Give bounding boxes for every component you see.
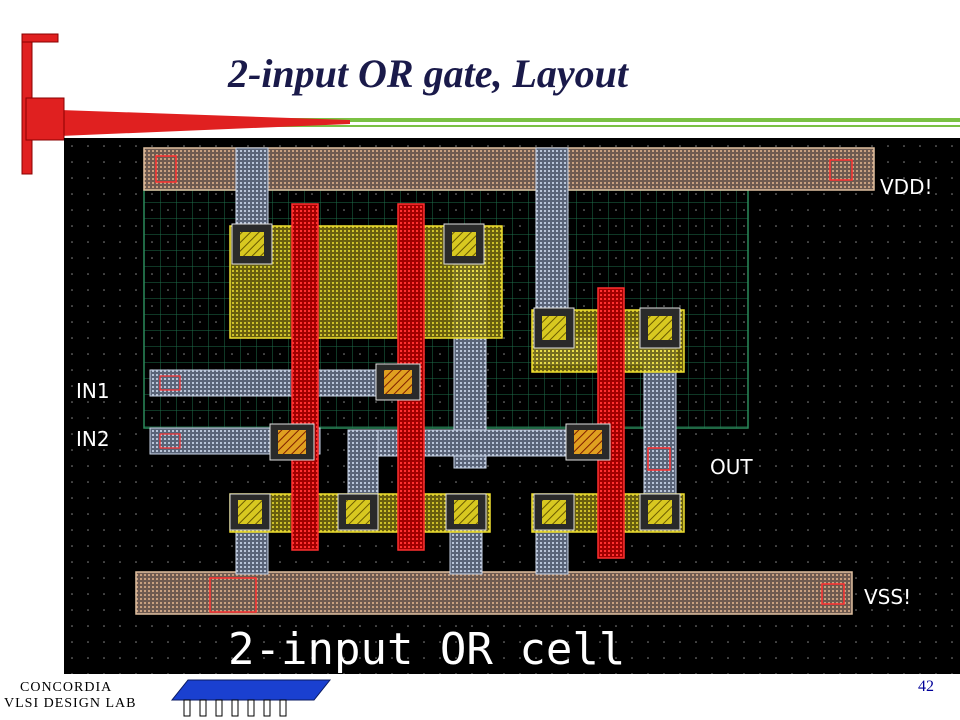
red-bracket-block xyxy=(25,97,65,141)
red-bracket-top xyxy=(21,33,59,43)
poly-gate-1 xyxy=(291,203,319,551)
metal-vdd-strap-2 xyxy=(535,147,569,319)
in2-label: IN2 xyxy=(76,427,110,451)
vdd-pin-box-right xyxy=(829,159,853,181)
out-label: OUT xyxy=(710,455,753,479)
contact-p1-inner xyxy=(240,232,264,256)
metal-in1-wire xyxy=(149,369,419,397)
poly-gate-3 xyxy=(597,287,625,559)
vdd-pin-box-left xyxy=(155,155,177,183)
cell-caption: 2-input OR cell xyxy=(228,624,625,674)
contact-p4-inner xyxy=(648,316,672,340)
contact-n2-inner xyxy=(346,500,370,524)
contact-n5-inner xyxy=(648,500,672,524)
vss-pin-box-left xyxy=(209,577,257,613)
green-rule-top xyxy=(30,118,960,122)
vss-pin-box-right xyxy=(821,583,845,605)
red-pointer xyxy=(60,110,350,136)
contact-p2-inner xyxy=(452,232,476,256)
slide-title: 2-input OR gate, Layout xyxy=(228,51,629,96)
metal-vdd-strap-1 xyxy=(235,147,269,231)
contact-n4-inner xyxy=(542,500,566,524)
out-pin-marker xyxy=(647,447,671,471)
chip-logo-icon xyxy=(170,679,332,717)
in1-pin-marker xyxy=(159,375,181,391)
poly-contact-in2-inner xyxy=(278,430,306,454)
in1-label: IN1 xyxy=(76,379,110,403)
contact-p3-inner xyxy=(542,316,566,340)
header-decoration xyxy=(21,33,960,175)
logo-line-1: CONCORDIA xyxy=(20,680,113,695)
vdd-label: VDD! xyxy=(880,175,933,199)
contact-n1-inner xyxy=(238,500,262,524)
layout-canvas: VDD! VSS! IN1 IN2 OUT 2-input OR cell xyxy=(64,138,960,674)
contact-n3-inner xyxy=(454,500,478,524)
in2-pin-marker xyxy=(159,433,181,449)
logo-line-2: VLSI DESIGN LAB xyxy=(4,696,137,711)
green-rule-bottom xyxy=(30,125,960,127)
poly-contact-in1-inner xyxy=(384,370,412,394)
vss-label: VSS! xyxy=(864,585,911,609)
poly-contact-inv-inner xyxy=(574,430,602,454)
page-number: 42 xyxy=(918,678,934,695)
